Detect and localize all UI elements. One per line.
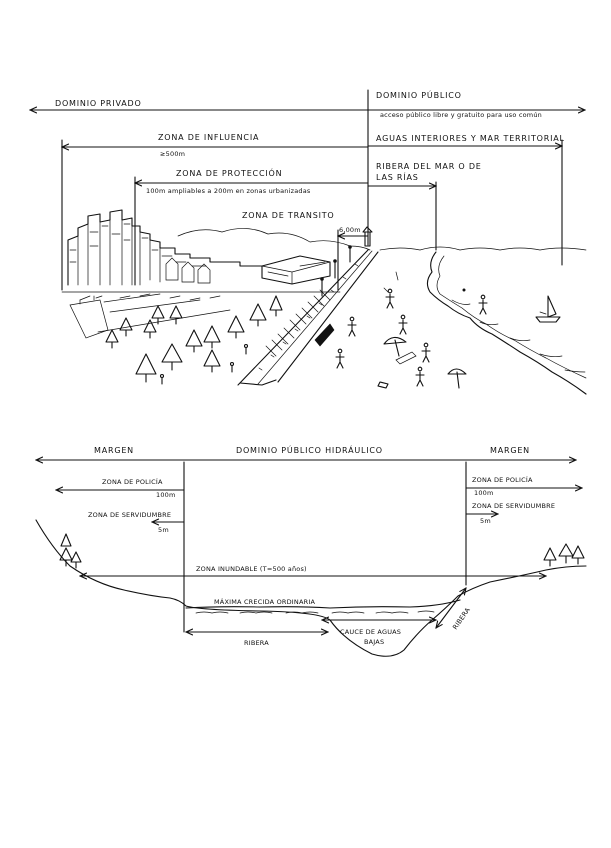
ribera-left-label: RIBERA — [244, 639, 269, 647]
beach-umbrella-icon — [447, 368, 467, 389]
zona-policia-left-label: ZONA DE POLICÍA — [102, 477, 163, 486]
margen-right-label: MARGEN — [490, 446, 530, 455]
maxima-crecida-line — [185, 599, 461, 609]
ribera-right-label: RIBERA — [451, 606, 472, 631]
ribera-right-arrow — [436, 588, 466, 628]
terrain-profile — [35, 519, 587, 657]
zona-servidumbre-left-label: ZONA DE SERVIDUMBRE — [88, 511, 171, 519]
aguas-interiores-label: AGUAS INTERIORES Y MAR TERRITORIAL — [376, 134, 565, 143]
zona-transito-label: ZONA DE TRANSITO — [242, 211, 335, 220]
tree-icon — [59, 533, 82, 569]
sailboat-icon — [535, 295, 561, 323]
dominio-publico-label: DOMINIO PÚBLICO — [376, 89, 462, 100]
zona-proteccion-label: ZONA DE PROTECCIÓN — [176, 167, 282, 178]
margen-left-label: MARGEN — [94, 446, 134, 455]
zona-influencia-dist: ≥500m — [160, 150, 185, 158]
zona-servidumbre-right-dist: 5m — [480, 517, 491, 525]
zona-transito-dist: 6,00m — [339, 226, 361, 234]
dominio-privado-label: DOMINIO PRIVADO — [55, 99, 142, 108]
zona-servidumbre-left-dist: 5m — [158, 526, 169, 534]
tree-icon — [543, 543, 585, 567]
cauce-label-1: CAUCE DE AGUAS — [340, 628, 401, 636]
zona-servidumbre-right-label: ZONA DE SERVIDUMBRE — [472, 502, 555, 510]
coastal-diagram: DOMINIO PRIVADO DOMINIO PÚBLICO acceso p… — [30, 89, 587, 395]
tower-icon — [362, 226, 373, 247]
zona-inundable-label: ZONA INUNDABLE (T=500 años) — [196, 565, 307, 573]
zona-proteccion-note: 100m ampliables a 200m en zonas urbaniza… — [146, 187, 311, 195]
zona-influencia-label: ZONA DE INFLUENCIA — [158, 133, 259, 142]
city-buildings — [67, 209, 371, 286]
ribera-mar-label-2: LAS RÍAS — [376, 171, 419, 182]
promenade — [237, 245, 379, 386]
shoreline — [379, 246, 587, 395]
maxima-crecida-label: MÁXIMA CRECIDA ORDINARIA — [214, 597, 315, 606]
park-trees — [69, 293, 283, 385]
zona-policia-right-label: ZONA DE POLICÍA — [472, 475, 533, 484]
cauce-label-2: BAJAS — [364, 638, 384, 646]
ribera-mar-label-1: RIBERA DEL MAR O DE — [376, 162, 482, 171]
beach-umbrella-icon — [383, 336, 417, 365]
acceso-publico-label: acceso público libre y gratuito para uso… — [380, 111, 542, 119]
river-diagram: MARGEN DOMINIO PÚBLICO HIDRÁULICO MARGEN… — [35, 444, 587, 657]
beach-people — [335, 271, 488, 389]
dominio-hidraulico-label: DOMINIO PÚBLICO HIDRÁULICO — [236, 444, 383, 455]
water-ripples — [195, 610, 435, 614]
zona-policia-right-dist: 100m — [474, 489, 494, 497]
zona-policia-left-dist: 100m — [156, 491, 176, 499]
